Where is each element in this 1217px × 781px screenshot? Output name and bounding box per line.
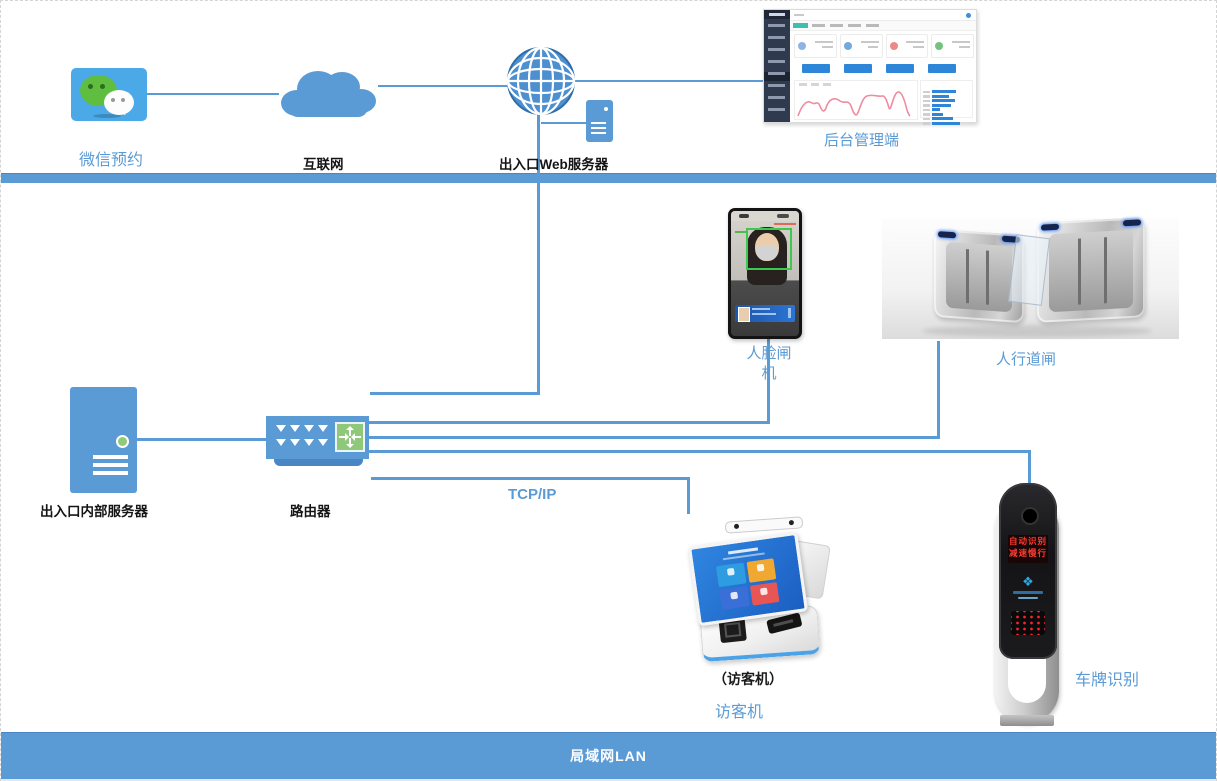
line-visitor-v <box>687 477 690 514</box>
face-gate-label: 人脸闸 机 <box>746 345 792 382</box>
lpr-camera <box>1021 507 1039 525</box>
visitor-machine-device <box>687 513 831 663</box>
internal-server-icon <box>70 387 137 493</box>
plate-recognition-device: 自动识别 减速慢行 ❖ <box>986 483 1072 726</box>
tcpip-label: TCP/IP <box>508 486 557 503</box>
wechat-label: 微信预约 <box>79 152 144 169</box>
lpr-front-panel: 自动识别 减速慢行 ❖ <box>999 483 1057 659</box>
lan-zone-bar: 局域网LAN <box>1 732 1216 779</box>
dashboard-topbar <box>790 10 976 21</box>
lpr-led-display: 自动识别 减速慢行 <box>1008 535 1048 563</box>
line-globe-admin <box>575 80 763 82</box>
line-wechat-cloud <box>146 93 279 95</box>
router-icon <box>266 416 369 459</box>
line-globe-webserver <box>541 122 586 124</box>
face-gate-infobar <box>735 305 795 322</box>
line-cloud-globe <box>378 85 509 87</box>
internet-lan-divider-bar <box>1 173 1216 183</box>
pedestrian-gate-label: 人行道闸 <box>996 351 1057 368</box>
line-pedgate-v <box>937 341 940 439</box>
pedestrian-gate-photo <box>882 217 1179 339</box>
wechat-icon-shadow <box>93 114 121 118</box>
line-tcpip-h <box>371 477 690 480</box>
dash-stat-cards <box>794 34 974 58</box>
lan-bar-label: 局域网LAN <box>570 748 647 764</box>
admin-console-label: 后台管理端 <box>824 132 900 149</box>
admin-dashboard-thumbnail <box>763 9 977 125</box>
visitor-machine-label: 访客机 <box>715 704 764 721</box>
line-webserver-down <box>537 114 540 395</box>
dashboard-sidebar <box>764 10 790 122</box>
dashboard-tabs <box>790 21 976 31</box>
dash-bars <box>920 80 973 125</box>
lpr-led-dot-grid <box>1011 611 1045 635</box>
web-server-icon <box>586 100 613 142</box>
wechat-white-bubble-icon <box>104 90 134 115</box>
internal-server-label: 出入口内部服务器 <box>40 504 148 519</box>
line-router-lpr-h <box>369 450 1031 453</box>
face-gate-device <box>728 208 802 339</box>
visitor-machine-caption: （访客机） <box>713 671 783 687</box>
router-base <box>274 459 363 466</box>
face-detection-box <box>746 228 792 270</box>
line-server-router <box>137 438 266 441</box>
web-server-label: 出入口Web服务器 <box>499 157 609 172</box>
line-router-facegate-h <box>369 421 770 424</box>
dash-buttons <box>802 64 970 73</box>
lpr-base <box>1000 715 1054 726</box>
lpr-brand-logo-icon: ❖ <box>1022 574 1034 589</box>
wechat-icon <box>71 68 147 121</box>
line-webserver-elbow <box>370 392 540 395</box>
plate-recognition-label: 车牌识别 <box>1075 672 1140 689</box>
internet-label: 互联网 <box>303 157 344 172</box>
face-gate-screen <box>731 211 799 336</box>
visitor-machine-camera-bar <box>724 516 804 534</box>
router-label: 路由器 <box>290 504 331 519</box>
gate-pedestal-right <box>1037 217 1145 323</box>
line-lpr-v <box>1028 450 1031 489</box>
line-facegate-v <box>767 339 770 424</box>
face-gate-camera <box>739 214 749 218</box>
router-routing-symbol <box>335 422 365 452</box>
globe-icon <box>506 46 576 116</box>
dashboard-line-chart <box>794 80 918 120</box>
line-router-pedgate-h <box>369 436 940 439</box>
bottom-edge-strip <box>1 778 1216 781</box>
internet-cloud-icon <box>281 71 376 117</box>
visitor-machine-screen <box>687 531 809 627</box>
